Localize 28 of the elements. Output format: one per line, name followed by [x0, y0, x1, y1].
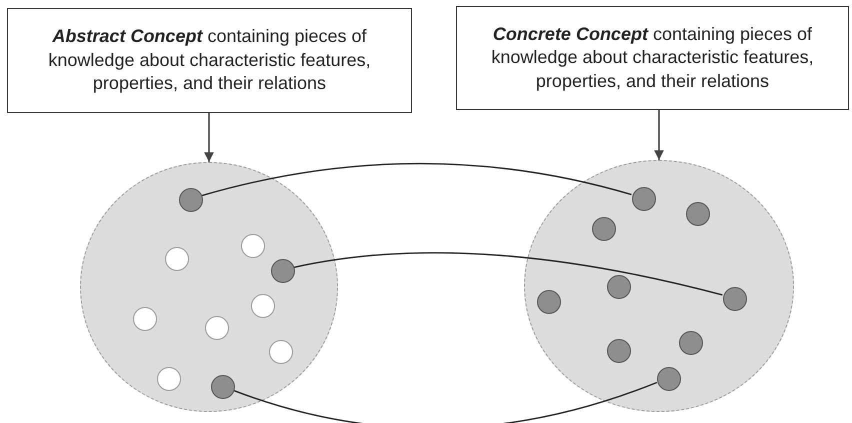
- knowledge-dot: [723, 287, 747, 311]
- arrow: [654, 110, 664, 160]
- empty-knowledge-dot: [251, 294, 275, 318]
- knowledge-dot: [607, 339, 631, 363]
- knowledge-dot: [271, 259, 295, 283]
- empty-knowledge-dot: [133, 307, 157, 331]
- arrow: [204, 113, 214, 162]
- knowledge-dot: [179, 188, 203, 212]
- knowledge-dot: [679, 331, 703, 355]
- knowledge-dot: [592, 217, 616, 241]
- empty-knowledge-dot: [205, 316, 229, 340]
- knowledge-dot: [632, 187, 656, 211]
- concept-box: [456, 6, 849, 110]
- connecting-curve: [294, 252, 723, 296]
- concept-description: Concrete Concept containing pieces of knowledge about characteristic features, properties, and their relations: [490, 22, 815, 93]
- knowledge-dot: [657, 367, 681, 391]
- concept-box: [7, 8, 412, 113]
- knowledge-dot: [211, 375, 235, 399]
- empty-knowledge-dot: [157, 367, 181, 391]
- concept-description: Abstract Concept containing pieces of knowledge about characteristic features, properties, and their relations: [47, 25, 372, 96]
- knowledge-dot: [686, 202, 710, 226]
- connecting-curve: [232, 382, 658, 423]
- empty-knowledge-dot: [165, 247, 189, 271]
- connecting-curve: [201, 162, 632, 196]
- empty-knowledge-dot: [269, 340, 293, 364]
- knowledge-dot: [537, 290, 561, 314]
- empty-knowledge-dot: [241, 234, 265, 258]
- knowledge-dot: [607, 275, 631, 299]
